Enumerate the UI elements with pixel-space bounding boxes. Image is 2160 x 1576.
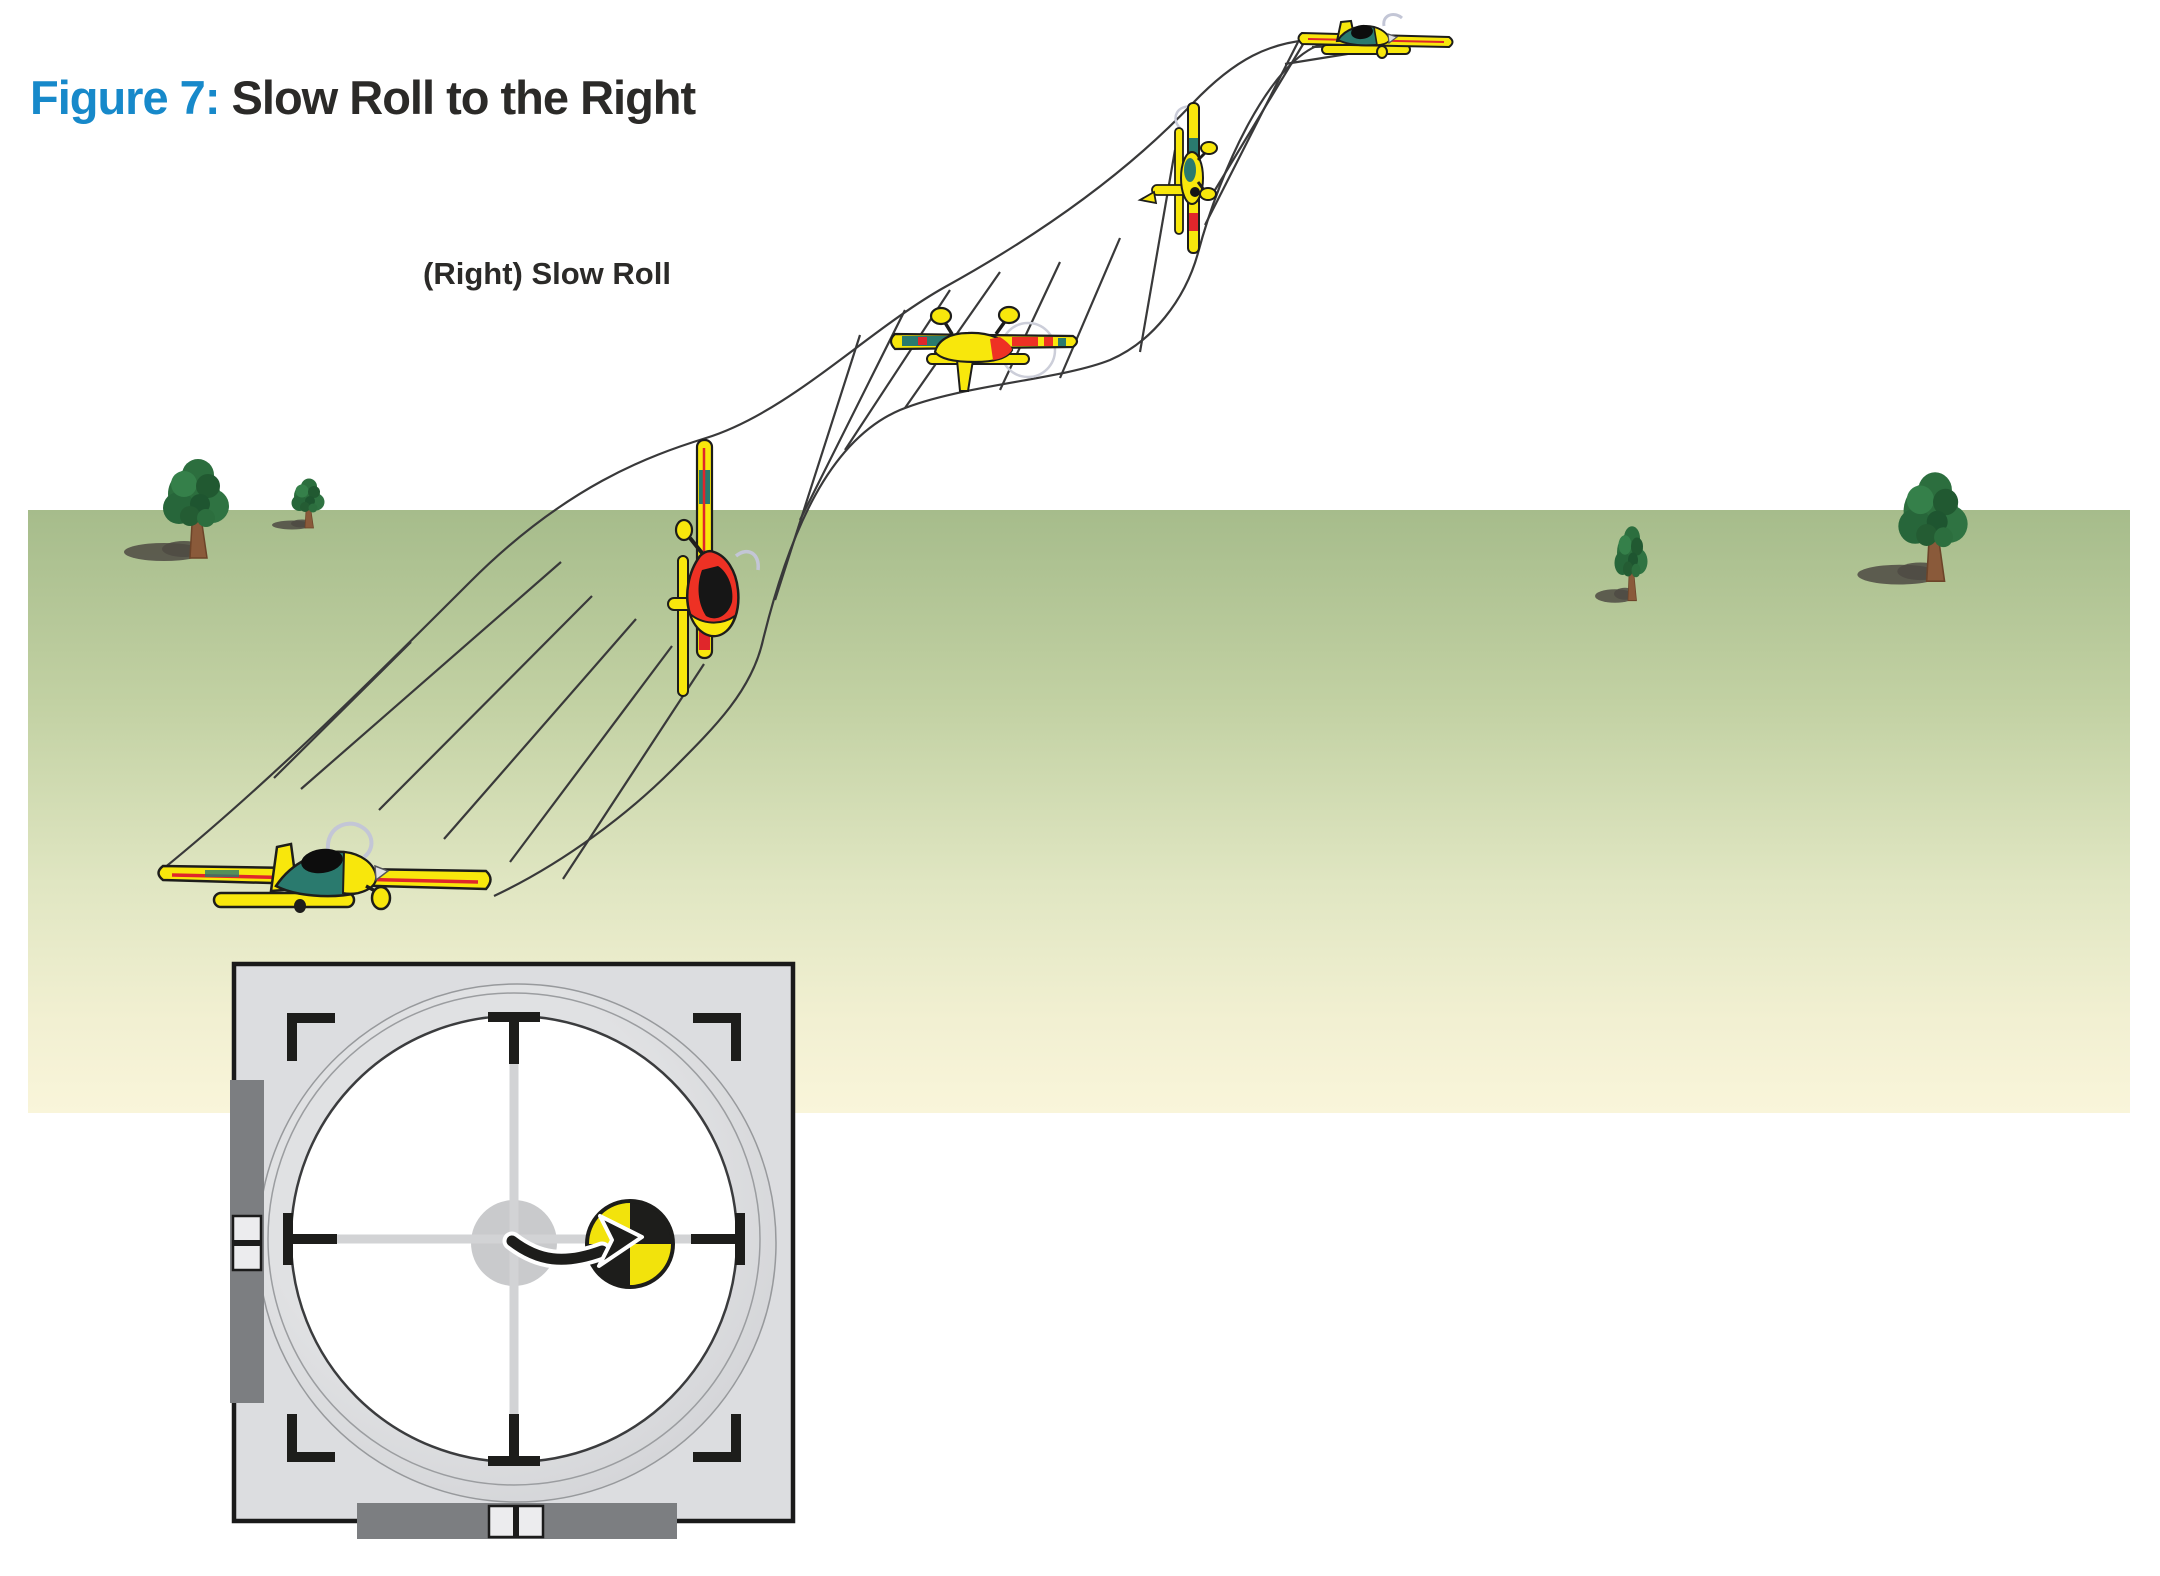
figure-number-label: Figure 7: <box>30 71 220 124</box>
gimbal-tick-marks <box>283 1012 745 1466</box>
wheel <box>1376 45 1388 59</box>
propeller-arc-icon <box>1382 13 1403 27</box>
transmitter-gimbal <box>230 961 796 1539</box>
wheel <box>929 306 953 326</box>
airplane-knife-edge-90 <box>667 438 760 697</box>
airplane-upright-exit <box>1297 13 1454 59</box>
wheel <box>370 885 392 911</box>
canopy <box>698 566 733 619</box>
canopy <box>1190 187 1200 197</box>
bottom-trim-slider[interactable] <box>357 1503 677 1539</box>
airplane-inverted-180 <box>889 305 1079 392</box>
canopy <box>1351 24 1373 40</box>
spinner <box>374 864 390 882</box>
left-trim-slider[interactable] <box>230 1080 264 1403</box>
propeller-arc-icon <box>325 821 374 859</box>
fin <box>955 359 975 392</box>
wheel <box>1199 187 1217 201</box>
gimbal-corner-brackets <box>287 1013 741 1462</box>
stick-movement-arrow <box>502 1214 644 1269</box>
figure-title: Figure 7: Slow Roll to the Right <box>30 70 697 125</box>
flight-path-rail-lower <box>493 42 1323 897</box>
airplane-knife-edge-270 <box>1137 102 1218 254</box>
maneuver-label: (Right) Slow Roll <box>423 256 671 291</box>
propeller-arc-icon <box>734 549 760 571</box>
spinner <box>1387 33 1399 45</box>
wheel <box>997 305 1021 325</box>
canopy <box>301 848 343 874</box>
wheel <box>1200 141 1218 155</box>
figure-title-text: Slow Roll to the Right <box>231 71 697 124</box>
wheel <box>674 518 694 542</box>
airplane-upright-entry <box>157 821 492 913</box>
